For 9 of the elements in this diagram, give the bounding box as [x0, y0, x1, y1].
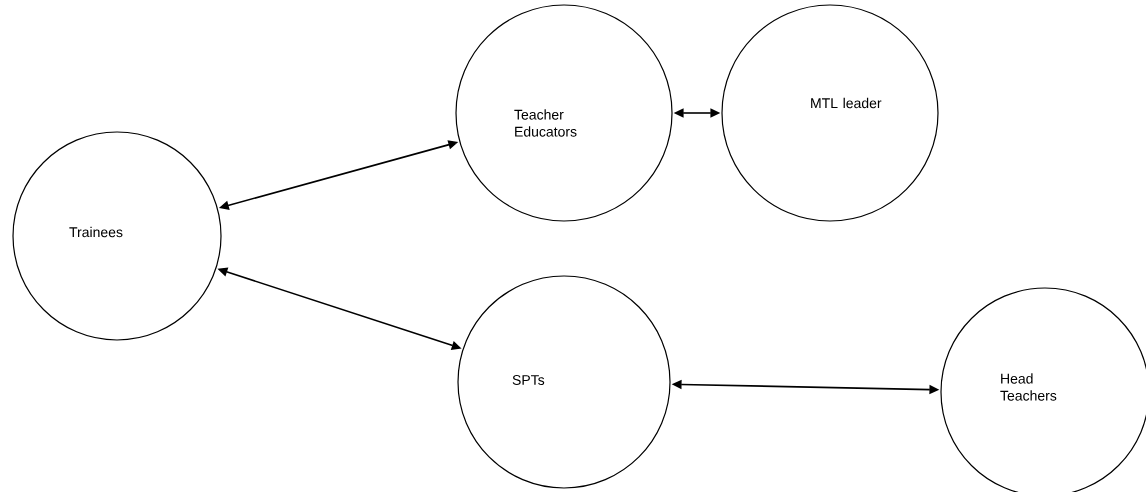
node-label: Head Teachers — [1000, 373, 1057, 401]
node-label: Trainees — [69, 226, 123, 238]
node-label: MTL leader — [811, 97, 882, 109]
circle-node — [455, 4, 673, 222]
node-label: Teacher Educators — [514, 109, 577, 137]
circle-node — [12, 131, 222, 341]
node-label: SPTs — [512, 375, 545, 385]
circle-node — [457, 275, 671, 489]
circle-node — [721, 4, 939, 222]
